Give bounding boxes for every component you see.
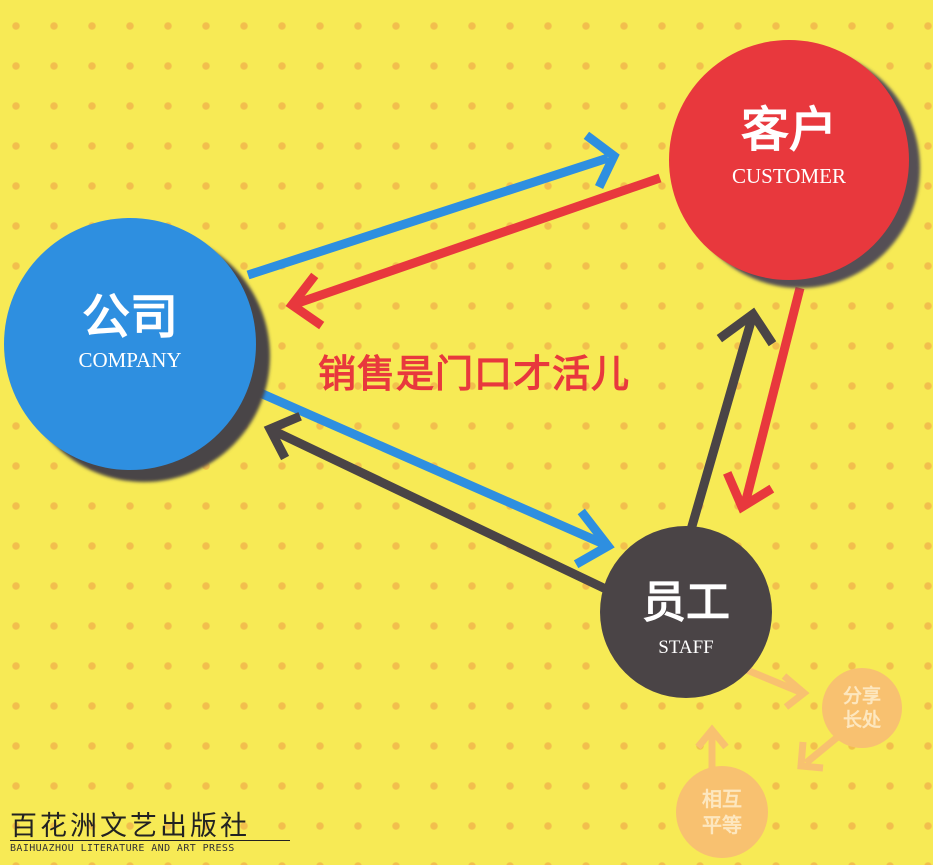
arrow-customer-to-staff [723, 286, 805, 514]
publisher-divider [10, 840, 290, 841]
arrow-company-to-customer [246, 131, 620, 280]
share-strengths-line1: 分享 [843, 684, 881, 707]
staff-subtitle: STAFF [658, 637, 714, 658]
arrow-staff-to-company [263, 412, 614, 597]
arrow-company-to-staff [256, 387, 615, 569]
publisher-name-cn: 百花洲文艺出版社 [10, 811, 250, 842]
publisher-logo: 百花洲文艺出版社 BAIHUAZHOU LITERATURE AND ART P… [0, 800, 300, 860]
share-strengths-line2: 长处 [843, 708, 882, 731]
node-mutual-equality [676, 766, 768, 858]
faint-cycle: 分享 长处 相互 平等 [676, 664, 902, 858]
arrow-staff-to-customer [683, 307, 777, 542]
staff-title: 员工 [642, 577, 730, 628]
arrow-customer-to-company [285, 173, 662, 330]
publisher-name-en: BAIHUAZHOU LITERATURE AND ART PRESS [10, 843, 235, 854]
staff-circle [600, 526, 772, 698]
node-customer: 客户 CUSTOMER [669, 40, 920, 288]
mutual-equality-line2: 平等 [702, 813, 742, 837]
node-share-strengths [822, 668, 902, 748]
mutual-equality-line1: 相互 [702, 787, 742, 811]
slogan: 销售是门口才活儿 [318, 352, 631, 396]
customer-subtitle: CUSTOMER [732, 164, 846, 188]
customer-title: 客户 [741, 102, 837, 158]
node-company: 公司 COMPANY [4, 218, 270, 482]
company-subtitle: COMPANY [78, 348, 181, 372]
company-title: 公司 [82, 289, 178, 345]
node-staff: 员工 STAFF [600, 526, 772, 698]
